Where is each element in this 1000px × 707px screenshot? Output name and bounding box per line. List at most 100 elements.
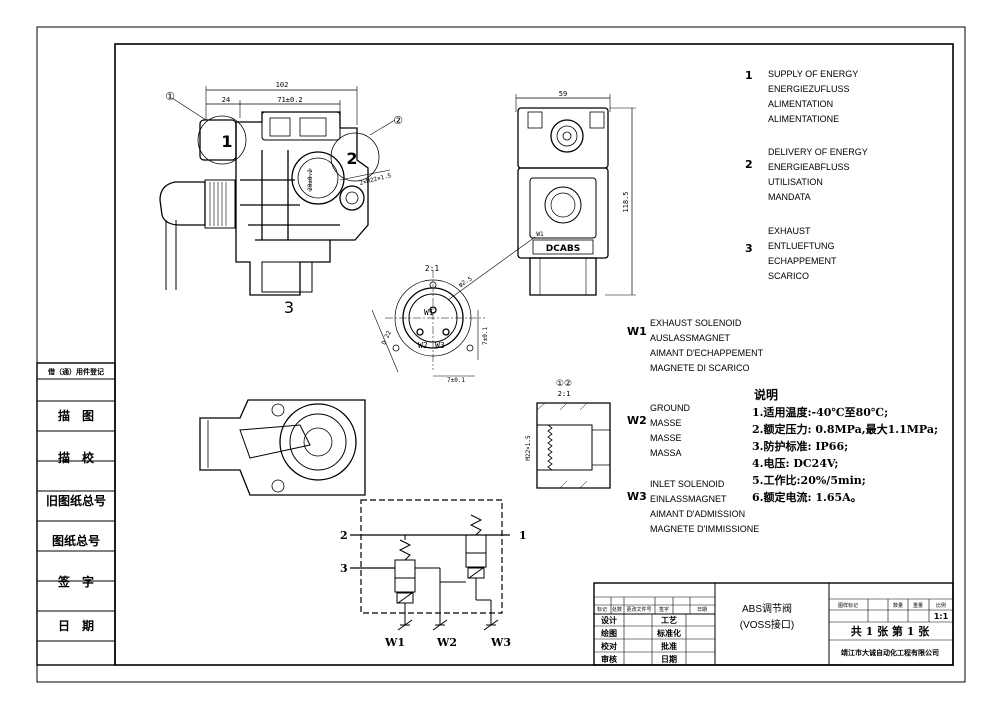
- legend-wire-line: MAGNETE DI SCARICO: [650, 363, 750, 373]
- tb-part-name: ABS调节阀: [742, 602, 792, 615]
- notes-item: 1.适用温度:-40℃至80℃;: [752, 405, 888, 419]
- section-callout: ①②: [556, 379, 572, 389]
- top-callout-1: ①: [165, 90, 175, 103]
- notes-item: 4.电压: DC24V;: [752, 456, 838, 470]
- notes-title: 说明: [754, 387, 778, 402]
- left-panel-row: 描 校: [58, 450, 95, 465]
- connector-dim-7b: 7±0.1: [447, 377, 465, 384]
- tb-cell: 日期: [661, 654, 677, 664]
- tb-header-cell: 日期: [697, 607, 707, 613]
- section-view: [536, 402, 611, 489]
- legend-port-line: ENERGIEABFLUSS: [768, 162, 850, 172]
- left-panel-header: 借（通）用件登记: [47, 367, 104, 376]
- legend-port-num: 3: [745, 242, 753, 255]
- tb-scale: 1:1: [934, 612, 949, 621]
- legend-wire-line: MASSA: [650, 448, 682, 458]
- side-dim-width: 59: [559, 90, 567, 98]
- notes-item: 6.额定电流: 1.65A。: [752, 490, 862, 504]
- legend-port-line: ENTLUEFTUNG: [768, 241, 835, 251]
- connector-pin-w1: W1: [424, 308, 434, 317]
- legend-wire-line: AUSLASSMAGNET: [650, 333, 731, 343]
- legend-wire-num: W3: [627, 490, 647, 503]
- side-view: [515, 94, 636, 296]
- title-block: [593, 582, 954, 666]
- connector-scale: 2:1: [425, 264, 440, 273]
- tb-header-cell: 处数: [612, 606, 622, 613]
- section-dim-thread: M22×1.5: [525, 435, 532, 461]
- schematic-w2: W2: [436, 636, 457, 649]
- connector-pin-w2: W2: [418, 341, 428, 350]
- outer-frame: [36, 26, 966, 683]
- legend-port-line: EXHAUST: [768, 226, 811, 236]
- left-panel-row: 签 字: [57, 574, 94, 589]
- tb-right-header: 比例: [936, 602, 946, 609]
- tb-cell: 设计: [601, 615, 617, 625]
- tb-header-cell: 更改文件号: [626, 606, 651, 613]
- left-panel: [36, 362, 116, 666]
- schematic-w3: W3: [490, 636, 511, 649]
- connector-dim-phi: φ2.5: [458, 275, 474, 288]
- pneumatic-schematic: [350, 499, 510, 631]
- top-view: [159, 86, 396, 296]
- port-1-label: 1: [221, 132, 232, 151]
- connector-dim-7a: 7±0.1: [482, 327, 489, 345]
- schematic-port-2: 2: [340, 529, 348, 542]
- bottom-view: [199, 399, 366, 496]
- legend-wire-num: W2: [627, 414, 647, 427]
- connector-view: [371, 236, 536, 377]
- dim-total: 102: [276, 81, 289, 89]
- tb-right-header: 数量: [893, 602, 903, 609]
- legend-wire-line: EXHAUST SOLENOID: [650, 318, 742, 328]
- tb-cell: 批准: [661, 641, 677, 651]
- tb-cell: 审核: [601, 654, 617, 664]
- left-panel-row: 旧图纸总号: [46, 493, 106, 508]
- schematic-port-3: 3: [340, 562, 348, 575]
- inner-frame: [114, 43, 954, 666]
- schematic-w1: W1: [384, 636, 405, 649]
- dim-24: 24: [222, 96, 230, 104]
- notes-item: 2.额定压力: 0.8MPa,最大1.1MPa;: [752, 422, 938, 436]
- dim-m22: 2×M22×1.5: [359, 172, 393, 187]
- tb-company: 靖江市大诚自动化工程有限公司: [841, 648, 939, 657]
- legend-wire-line: INLET SOLENOID: [650, 479, 725, 489]
- top-callout-2: ②: [393, 114, 403, 127]
- legend-wire-line: GROUND: [650, 403, 690, 413]
- dim-20: 20±0.2: [307, 169, 314, 191]
- port-2-label: 2: [346, 149, 357, 168]
- legend-wire-line: AIMANT D'ECHAPPEMENT: [650, 348, 764, 358]
- legend-port-line: ALIMENTATION: [768, 99, 833, 109]
- connector-dim-d: D 22: [380, 329, 393, 345]
- side-dim-height: 118.5: [622, 191, 630, 212]
- legend-port-line: UTILISATION: [768, 177, 823, 187]
- legend-port-num: 1: [745, 69, 753, 82]
- legend-wire-line: MAGNETE D'IMMISSIONE: [650, 524, 759, 534]
- side-label-w1: W1: [536, 231, 544, 238]
- legend-port-num: 2: [745, 158, 753, 171]
- tb-cell: 标准化: [656, 628, 681, 638]
- legend-wire-num: W1: [627, 325, 647, 338]
- side-brand: DCABS: [546, 244, 580, 254]
- tb-part-sub: (VOSS接口): [740, 618, 794, 631]
- connector-pin-w3: W3: [435, 341, 445, 350]
- legend-port-line: ECHAPPEMENT: [768, 256, 837, 266]
- legend-wire-line: MASSE: [650, 418, 682, 428]
- legend-port-line: ENERGIEZUFLUSS: [768, 84, 850, 94]
- legend-wire-line: MASSE: [650, 433, 682, 443]
- legend-wire-line: AIMANT D'ADMISSION: [650, 509, 745, 519]
- tb-right-header: 重量: [913, 602, 923, 609]
- legend-port-line: ALIMENTATIONE: [768, 114, 839, 124]
- tb-header-cell: 签字: [659, 606, 669, 613]
- notes-item: 5.工作比:20%/5min;: [752, 473, 866, 487]
- left-panel-row: 图纸总号: [52, 533, 100, 548]
- tb-cell: 工艺: [661, 615, 677, 625]
- legend-port-line: SUPPLY OF ENERGY: [768, 69, 858, 79]
- tb-right-header: 图样标记: [838, 602, 858, 609]
- legend-port-line: DELIVERY OF ENERGY: [768, 147, 868, 157]
- notes-item: 3.防护标准: IP66;: [752, 439, 848, 453]
- left-panel-row: 描 图: [58, 408, 94, 423]
- tb-header-cell: 标记: [597, 606, 607, 613]
- tb-cell: 绘图: [601, 628, 617, 638]
- tb-sheets: 共 1 张 第 1 张: [851, 624, 930, 638]
- legend-port-line: MANDATA: [768, 192, 811, 202]
- schematic-port-1: 1: [519, 529, 527, 542]
